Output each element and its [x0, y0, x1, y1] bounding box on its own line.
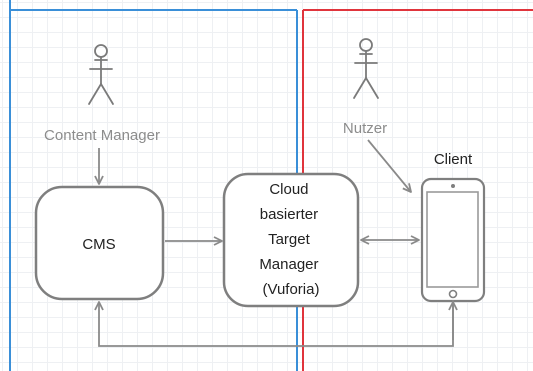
client-label: Client — [434, 151, 473, 168]
cloud-label-line: Cloud — [269, 181, 308, 198]
cms-label: CMS — [82, 236, 115, 253]
cloud-target-manager-box — [222, 172, 360, 308]
smartphone-icon — [420, 177, 486, 303]
user-to-client-arrow — [367, 139, 412, 193]
content-manager-label: Content Manager — [44, 127, 160, 144]
cms-box — [34, 185, 165, 301]
content-manager-actor-icon — [88, 44, 114, 105]
user-label: Nutzer — [343, 120, 387, 137]
cloud-label-line: Manager — [259, 256, 318, 273]
cloud-label-line: (Vuforia) — [263, 281, 320, 298]
cloud-label-line: Target — [268, 231, 311, 248]
cloud-label-line: basierter — [260, 206, 318, 223]
cloud-target-manager-label: Cloud basierter Target Manager (Vuforia) — [259, 181, 322, 298]
user-actor-icon — [353, 38, 379, 99]
